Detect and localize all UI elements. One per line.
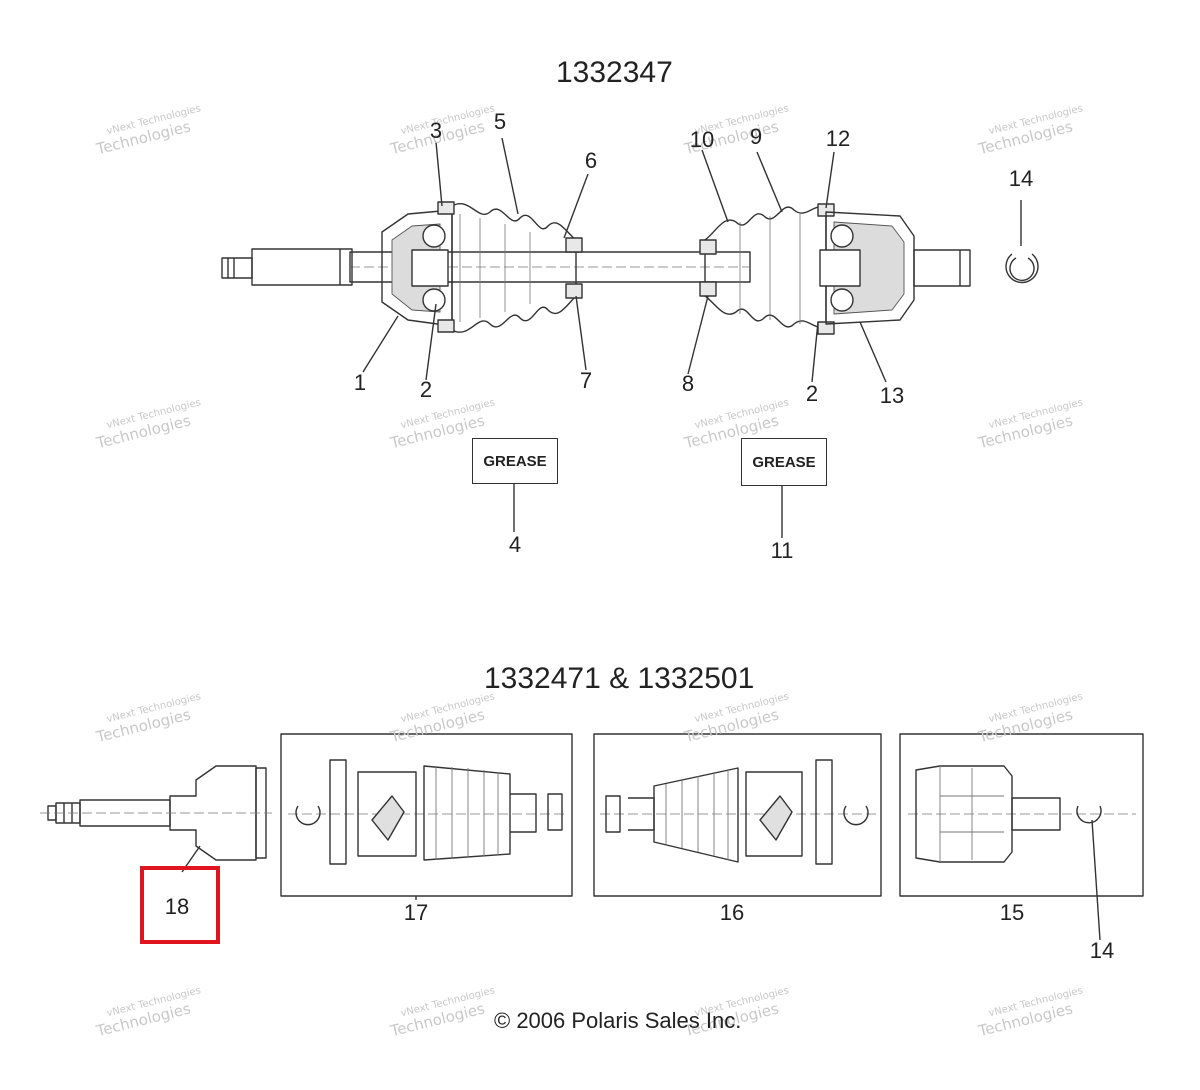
callout-14-bottom[interactable]: 14	[1089, 938, 1115, 963]
cv-ball	[422, 224, 446, 248]
boot-kit-16	[593, 733, 882, 897]
callout-6[interactable]: 6	[584, 148, 598, 173]
copyright-text: © 2006 Polaris Sales Inc.	[494, 1008, 742, 1033]
inner-cv-kit-15	[899, 733, 1144, 897]
assembly-title-top: 1332347	[556, 56, 673, 89]
circlip	[1005, 253, 1039, 284]
callout-10[interactable]: 10	[689, 127, 715, 152]
callout-7[interactable]: 7	[579, 368, 593, 393]
grease-box-11: GREASE	[741, 438, 827, 486]
assembly-title-bottom: 1332471 & 1332501	[484, 662, 755, 695]
callout-5[interactable]: 5	[493, 109, 507, 134]
outer-boot	[451, 203, 577, 333]
callout-16[interactable]: 16	[719, 900, 745, 925]
callout-11[interactable]: 11	[770, 538, 794, 563]
callout-17[interactable]: 17	[403, 900, 429, 925]
callout-3[interactable]: 3	[429, 118, 443, 143]
callout-1[interactable]: 1	[353, 370, 367, 395]
highlight-box	[140, 866, 220, 944]
callout-15[interactable]: 15	[999, 900, 1025, 925]
callout-12[interactable]: 12	[825, 126, 851, 151]
boot-clamp	[437, 201, 455, 215]
right-stub-shaft	[913, 249, 971, 287]
callout-9[interactable]: 9	[749, 124, 763, 149]
boot-kit-17	[280, 733, 573, 897]
outer-cv-assembly-18	[169, 765, 257, 861]
inner-cv-housing	[825, 211, 915, 325]
left-stub-shaft	[251, 248, 353, 286]
callout-18[interactable]: 18	[164, 894, 190, 919]
callout-14-top[interactable]: 14	[1008, 166, 1034, 191]
callout-2-right[interactable]: 2	[805, 381, 819, 406]
left-stub-tip	[221, 257, 253, 279]
callout-2[interactable]: 2	[419, 377, 433, 402]
callout-4[interactable]: 4	[508, 532, 522, 557]
callout-13[interactable]: 13	[879, 383, 905, 408]
grease-box-4: GREASE	[472, 438, 558, 484]
callout-8[interactable]: 8	[681, 371, 695, 396]
